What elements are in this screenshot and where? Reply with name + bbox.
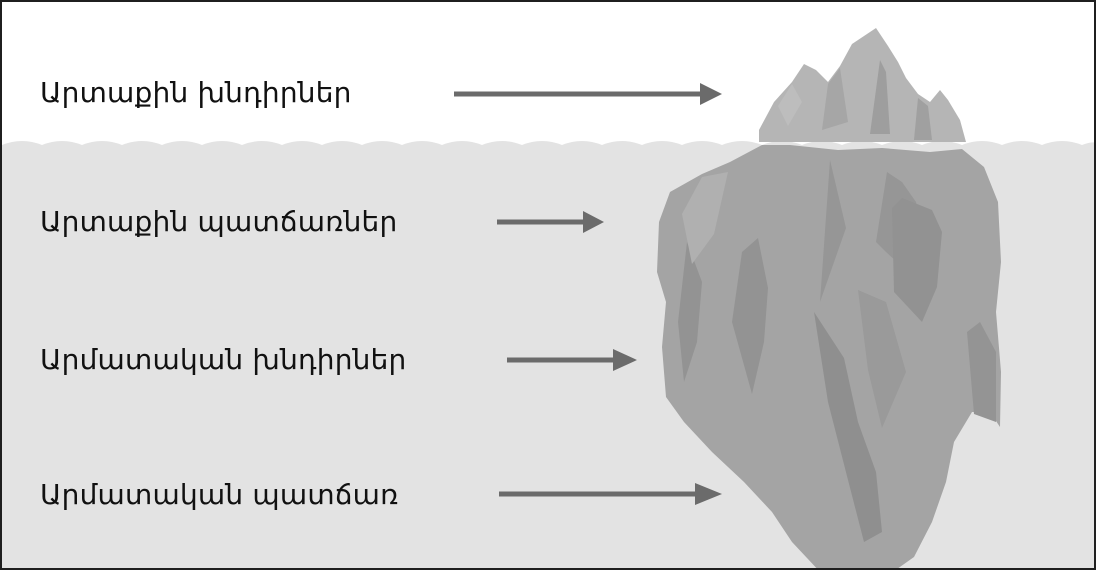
label-surface-problems: Արտաքին խնդիրներ [40, 76, 352, 109]
arrow-4 [499, 483, 722, 505]
label-root-cause: Արմատական պատճառ [40, 478, 399, 511]
label-surface-causes: Արտաքին պատճառներ [40, 205, 398, 238]
arrow-1 [454, 83, 722, 105]
label-root-problems: Արմատական խնդիրներ [40, 343, 407, 376]
arrow-3 [507, 349, 637, 371]
iceberg-tip [759, 28, 966, 142]
arrow-2 [497, 211, 604, 233]
iceberg-body [657, 145, 1001, 568]
